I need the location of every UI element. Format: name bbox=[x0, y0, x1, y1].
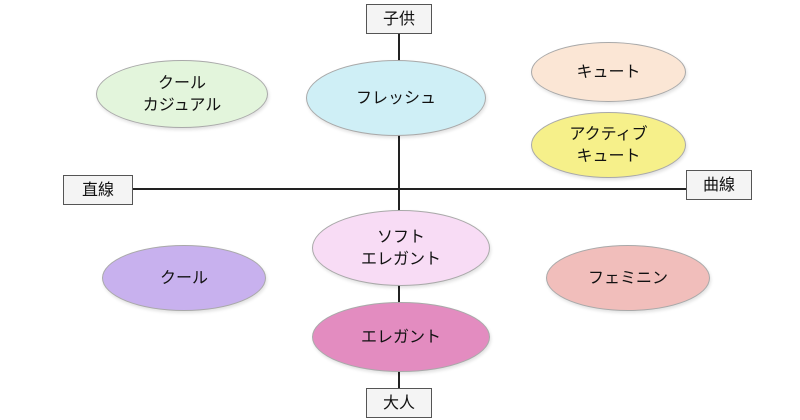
style-elegant: エレガント bbox=[312, 302, 490, 372]
style-label-line: クール bbox=[157, 72, 206, 92]
style-label-line: エレガント bbox=[360, 249, 441, 268]
style-cool-casual: クール カジュアル bbox=[96, 60, 268, 128]
style-label-line: ソフト bbox=[376, 226, 425, 246]
style-label-line: キュート bbox=[576, 61, 641, 81]
style-soft-elegant: ソフト エレガント bbox=[312, 210, 490, 286]
style-label-line: キュート bbox=[576, 146, 641, 165]
style-label-line: カジュアル bbox=[142, 95, 222, 114]
style-label-line: フレッシュ bbox=[355, 87, 436, 107]
style-active-cute: アクティブ キュート bbox=[531, 112, 686, 178]
style-feminine: フェミニン bbox=[546, 245, 710, 311]
axis-label-right: 曲線 bbox=[686, 170, 752, 200]
axis-label-top: 子供 bbox=[366, 4, 432, 34]
style-fresh: フレッシュ bbox=[306, 60, 486, 136]
style-label-line: アクティブ bbox=[569, 123, 648, 143]
style-label-line: フェミニン bbox=[587, 267, 668, 287]
style-label-line: クール bbox=[159, 267, 208, 287]
axis-label-bottom: 大人 bbox=[366, 388, 432, 418]
axis-label-left: 直線 bbox=[63, 175, 133, 205]
style-cute: キュート bbox=[531, 42, 686, 102]
style-cool: クール bbox=[102, 245, 266, 311]
style-label-line: エレガント bbox=[360, 326, 441, 346]
